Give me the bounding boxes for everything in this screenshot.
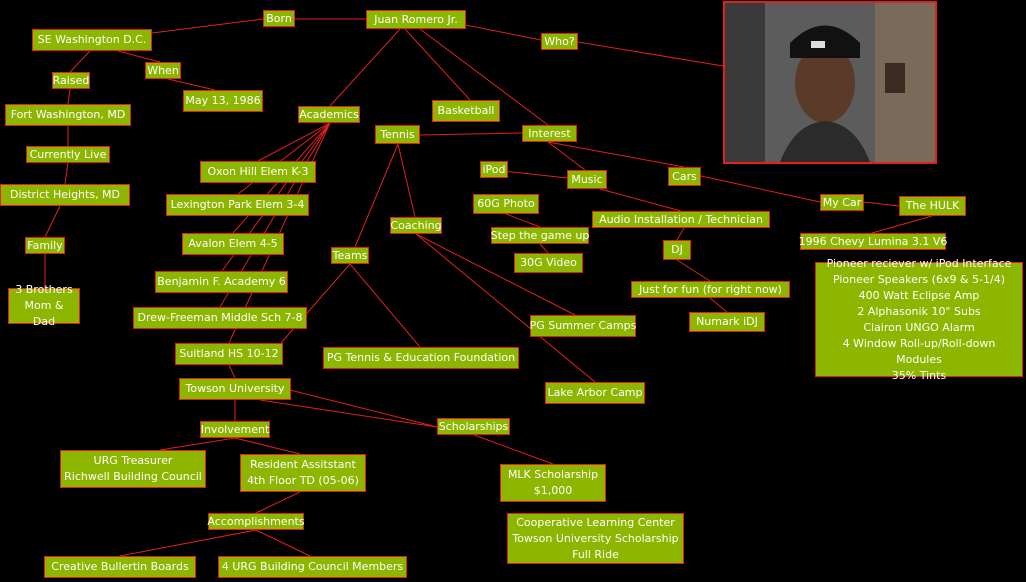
node-oxon-hill: Oxon Hill Elem K-3 <box>200 161 316 183</box>
connector-line <box>676 259 711 282</box>
node-who: Who? <box>541 33 578 50</box>
connector-line <box>871 215 933 234</box>
connector-line <box>234 437 301 455</box>
connector-line <box>397 143 416 218</box>
node-benjamin: Benjamin F. Academy 6 <box>155 271 288 293</box>
connector-line <box>354 143 399 248</box>
node-se-washington: SE Washington D.C. <box>32 29 152 51</box>
node-scholarships: Scholarships <box>437 418 510 435</box>
node-when: When <box>145 62 181 79</box>
node-numark: Numark iDJ <box>689 312 765 332</box>
node-car-specs: Pioneer reciever w/ iPod Interface Pione… <box>815 257 1023 382</box>
node-urg-members: 4 URG Building Council Members <box>218 556 407 578</box>
node-creative: Creative Bullertin Boards <box>44 556 196 578</box>
connector-line <box>280 263 351 344</box>
connector-line <box>577 41 724 67</box>
node-lexington: Lexington Park Elem 3-4 <box>166 194 309 216</box>
connector-line <box>44 205 61 238</box>
node-accomplishments: Accomplishments <box>207 513 305 530</box>
connector-line <box>547 141 586 171</box>
connector-line <box>159 437 236 451</box>
connector-line <box>599 188 682 212</box>
connector-line <box>228 364 236 379</box>
node-academics: Academics <box>298 106 360 123</box>
connector-line <box>259 399 438 428</box>
connector-line <box>237 122 331 195</box>
node-brothers: 3 Brothers Mom & Dad <box>8 283 80 328</box>
node-teams: Teams <box>331 247 369 264</box>
node-coaching: Coaching <box>390 217 442 234</box>
connector-line <box>419 132 523 136</box>
connector-line <box>67 88 71 105</box>
node-pg-summer: PG Summer Camps <box>530 315 636 337</box>
node-family: Family <box>25 237 65 254</box>
profile-photo <box>723 1 937 164</box>
node-juan-romero: Juan Romero Jr. <box>366 10 466 29</box>
node-music: Music <box>567 170 607 189</box>
node-60g-photo: 60G Photo <box>473 194 539 214</box>
node-cars: Cars <box>668 167 701 186</box>
connector-line <box>257 122 331 162</box>
node-fort-washington: Fort Washington, MD <box>5 104 131 126</box>
node-currently-live: Currently Live <box>26 146 110 163</box>
node-involvement: Involvement <box>200 421 270 438</box>
node-the-hulk: The HULK <box>899 196 966 216</box>
node-cooperative: Cooperative Learning Center Towson Unive… <box>507 513 684 564</box>
connector-line <box>255 529 311 557</box>
connector-line <box>117 50 161 63</box>
connector-line <box>151 18 264 34</box>
node-basketball: Basketball <box>432 100 500 122</box>
node-born: Born <box>263 10 295 27</box>
node-drew-freeman: Drew-Freeman Middle Sch 7-8 <box>133 307 307 329</box>
connector-line <box>64 162 69 185</box>
node-raised: Raised <box>52 72 90 89</box>
node-chevy: 1996 Chevy Lumina 3.1 V6 <box>799 233 947 250</box>
connector-line <box>676 227 685 241</box>
connector-line <box>415 233 596 383</box>
connector-line <box>547 141 685 168</box>
node-pg-tennis: PG Tennis & Education Foundation <box>323 347 519 369</box>
node-step-game: Step the game up <box>491 227 589 244</box>
connector-line <box>119 529 257 557</box>
connector-line <box>415 233 576 316</box>
connector-line <box>700 175 821 203</box>
connector-line <box>167 78 216 91</box>
node-interest: Interest <box>522 125 577 142</box>
connector-line <box>289 389 438 428</box>
connector-line <box>709 297 728 313</box>
node-tennis: Tennis <box>375 125 420 144</box>
connector-line <box>473 434 554 465</box>
connector-line <box>404 28 471 101</box>
node-just-fun: Just for fun (for right now) <box>631 281 790 298</box>
connector-line <box>539 243 549 254</box>
node-urg-treasurer: URG Treasurer Richwell Building Council <box>60 450 206 488</box>
node-my-car: My Car <box>820 194 864 211</box>
node-suitland: Suitland HS 10-12 <box>175 343 283 365</box>
node-ipod: iPod <box>480 161 508 178</box>
node-may13: May 13, 1986 <box>183 90 263 112</box>
connector-line <box>255 491 301 514</box>
node-30g-video: 30G Video <box>514 253 583 273</box>
node-avalon: Avalon Elem 4-5 <box>182 233 284 255</box>
node-mlk: MLK Scholarship $1,000 <box>500 464 606 502</box>
node-audio: Audio Installation / Technician <box>592 211 770 228</box>
node-resident-assistant: Resident Assitstant 4th Floor TD (05-06) <box>240 454 366 492</box>
connector-line <box>349 263 421 348</box>
node-district-heights: District Heights, MD <box>0 184 130 206</box>
connector-line <box>505 213 541 228</box>
node-towson: Towson University <box>179 378 291 400</box>
node-dj: DJ <box>663 240 691 260</box>
node-lake-arbor: Lake Arbor Camp <box>545 382 645 404</box>
connector-line <box>419 28 549 126</box>
connector-line <box>69 50 91 73</box>
connector-line <box>863 201 900 207</box>
connector-line <box>329 28 401 107</box>
